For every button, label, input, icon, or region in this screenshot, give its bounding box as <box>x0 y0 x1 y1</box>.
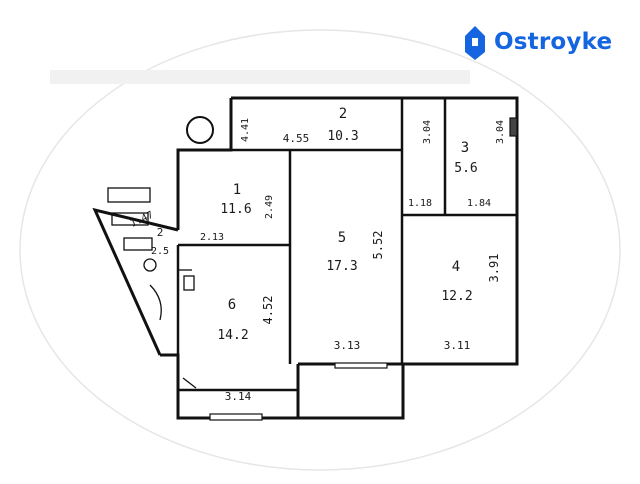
door-swing-circle <box>186 116 214 144</box>
room-number: 5 <box>338 230 346 246</box>
room-area: 2.5 <box>151 246 169 257</box>
room-area: 14.2 <box>217 328 248 343</box>
dimension-top-mid: 4.55 <box>283 132 310 145</box>
room-area: 17.3 <box>326 259 357 274</box>
dimension-room4-width: 3.11 <box>444 339 471 352</box>
room-area: 11.6 <box>220 202 251 217</box>
dimension-room1-height: 2.49 <box>264 195 275 219</box>
dimension-room3-height: 3.04 <box>422 120 433 144</box>
dimension-top-left: 4.41 <box>240 118 251 142</box>
room-number: 6 <box>228 297 236 313</box>
house-pin-icon <box>465 26 485 60</box>
dimension-room1-width: 2.13 <box>200 232 224 243</box>
room-number: 1 <box>233 182 241 198</box>
scan-smudge <box>50 70 470 84</box>
exterior-walls <box>92 96 519 420</box>
dimension-room6-width: 3.14 <box>225 390 252 403</box>
room-number: 2 <box>157 226 164 239</box>
dimension-room3-side: 3.04 <box>495 120 506 144</box>
room-labels: 1 11.6 2 10.3 3 5.6 4 12.2 5 17.3 6 14.2 2 2.5 <box>151 106 478 343</box>
room-area: 12.2 <box>441 289 472 304</box>
room-number: 4 <box>452 259 460 275</box>
dimension-room5-height: 5.52 <box>371 231 385 260</box>
dimension-labels: 4.41 4.55 3.04 1.84 3.04 2.49 2.13 5.52 3.13 3.91… <box>129 118 506 403</box>
dimension-room4-left: 1.18 <box>408 198 432 209</box>
windows <box>209 117 518 421</box>
room-area: 5.6 <box>454 161 477 176</box>
brand-logo: Ostroyke <box>462 22 612 62</box>
room-number: 2 <box>339 106 347 122</box>
room-area: 10.3 <box>327 129 358 144</box>
bath-fixtures <box>107 187 197 389</box>
brand-name: Ostroyke <box>494 29 613 55</box>
dimension-room3-width: 1.84 <box>467 198 491 209</box>
room-number: 3 <box>461 140 469 156</box>
scan-shadow-ellipse <box>19 29 621 471</box>
dimension-room5-width: 3.13 <box>334 339 361 352</box>
dimension-room4-height: 3.91 <box>487 254 501 283</box>
dimension-room6-height: 4.52 <box>261 296 275 325</box>
